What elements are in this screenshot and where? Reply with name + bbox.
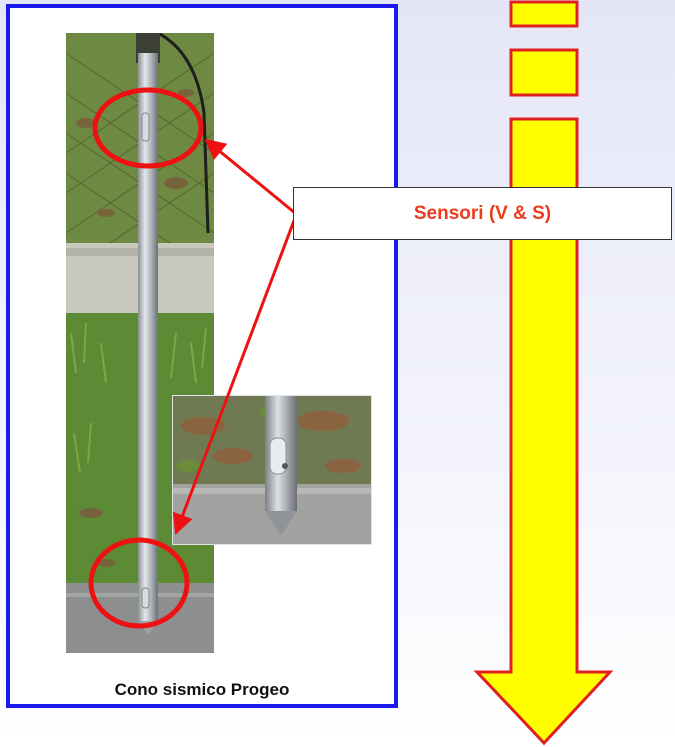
lower-callout-arrow (172, 217, 297, 535)
cone-photo (66, 33, 214, 653)
down-arrow-icon (473, 0, 614, 746)
upper-callout-arrow (204, 138, 296, 215)
sensor-label-text: Sensori (V & S) (413, 202, 552, 224)
photo-caption: Cono sismico Progeo (114, 680, 290, 699)
sensor-label: Sensori (V & S) (293, 187, 672, 240)
lower-sensor-circle (88, 537, 190, 629)
sensor-closeup-photo (172, 395, 372, 545)
upper-sensor-circle (92, 87, 204, 169)
